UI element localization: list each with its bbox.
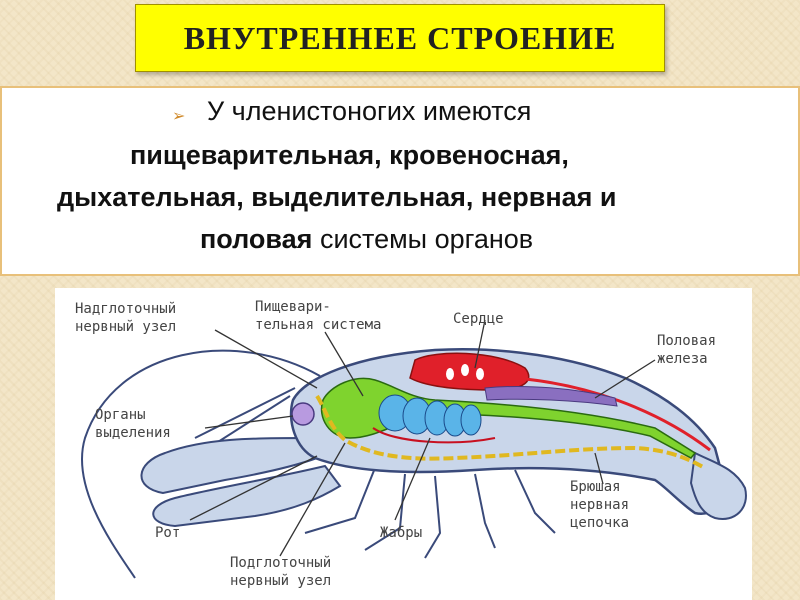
gonad-organ [484,385,618,407]
label-nerve-chain-line2: нервная [570,497,630,513]
slide-title: ВНУТРЕННЕЕ СТРОЕНИЕ [183,19,617,56]
walking-legs [304,467,556,559]
text-line-1: У членистоногих имеются [207,96,532,126]
claw-lower [152,464,342,528]
text-line-3: дыхательная, выделительная, нервная и [57,182,617,213]
text-line-2-bold: пищеварительная, кровеносная, [130,140,569,170]
crayfish-svg [81,319,747,579]
label-excretory-line1: Органы [95,407,146,423]
gills [378,394,482,437]
bullet-icon: ➢ [172,108,186,125]
label-gonad: Половая железа [657,332,716,368]
claw-upper [140,436,319,495]
nerve-chain [315,394,706,470]
artery-line [514,376,711,452]
label-nerve-chain-line3: цепочка [570,515,630,531]
antenna-inner [194,387,296,439]
label-podgl-line2: нервный узел [230,573,332,589]
label-gills: Жабры [380,525,423,541]
crayfish-diagram: Надглоточный нервный узел Пищевари- тель… [55,288,752,600]
heart-organ [409,352,530,391]
text-line-4: половая системы органов [200,224,533,255]
label-heart: Сердце [453,311,504,327]
label-excretory: Органы выделения [95,406,171,442]
text-line-4-bold: половая [200,224,313,254]
tail-fan [689,451,747,520]
label-digestive-line2: тельная система [255,317,382,333]
text-line-4-rest: системы органов [312,224,534,254]
label-nadgl-line1: Надглоточный [75,301,177,317]
label-gonad-line1: Половая [657,333,717,349]
text-box: ➢ У членистоногих имеются пищеварительна… [0,86,800,276]
label-nerve-chain: Брюшая нервная цепочка [570,478,629,532]
label-digestive: Пищевари- тельная система [255,298,381,334]
label-digestive-line1: Пищевари- [255,299,331,315]
label-nerve-chain-line1: Брюшая [570,479,621,495]
label-excretory-line2: выделения [95,425,171,441]
text-line-2: пищеварительная, кровеносная, [130,140,569,171]
gill-chamber [372,427,496,444]
text-line-3-bold: дыхательная, выделительная, нервная и [57,182,617,212]
excretory-organ [291,402,315,426]
antenna-long [81,349,321,579]
heart-holes [446,364,484,380]
label-podgl: Подглоточный нервный узел [230,554,331,590]
label-gonad-line2: железа [657,351,708,367]
label-nadgl-line2: нервный узел [75,319,177,335]
label-nadgl: Надглоточный нервный узел [75,300,176,336]
title-box: ВНУТРЕННЕЕ СТРОЕНИЕ [135,4,665,72]
leader-lines [189,319,656,557]
label-podgl-line1: Подглоточный [230,555,332,571]
label-mouth: Рот [155,525,181,541]
